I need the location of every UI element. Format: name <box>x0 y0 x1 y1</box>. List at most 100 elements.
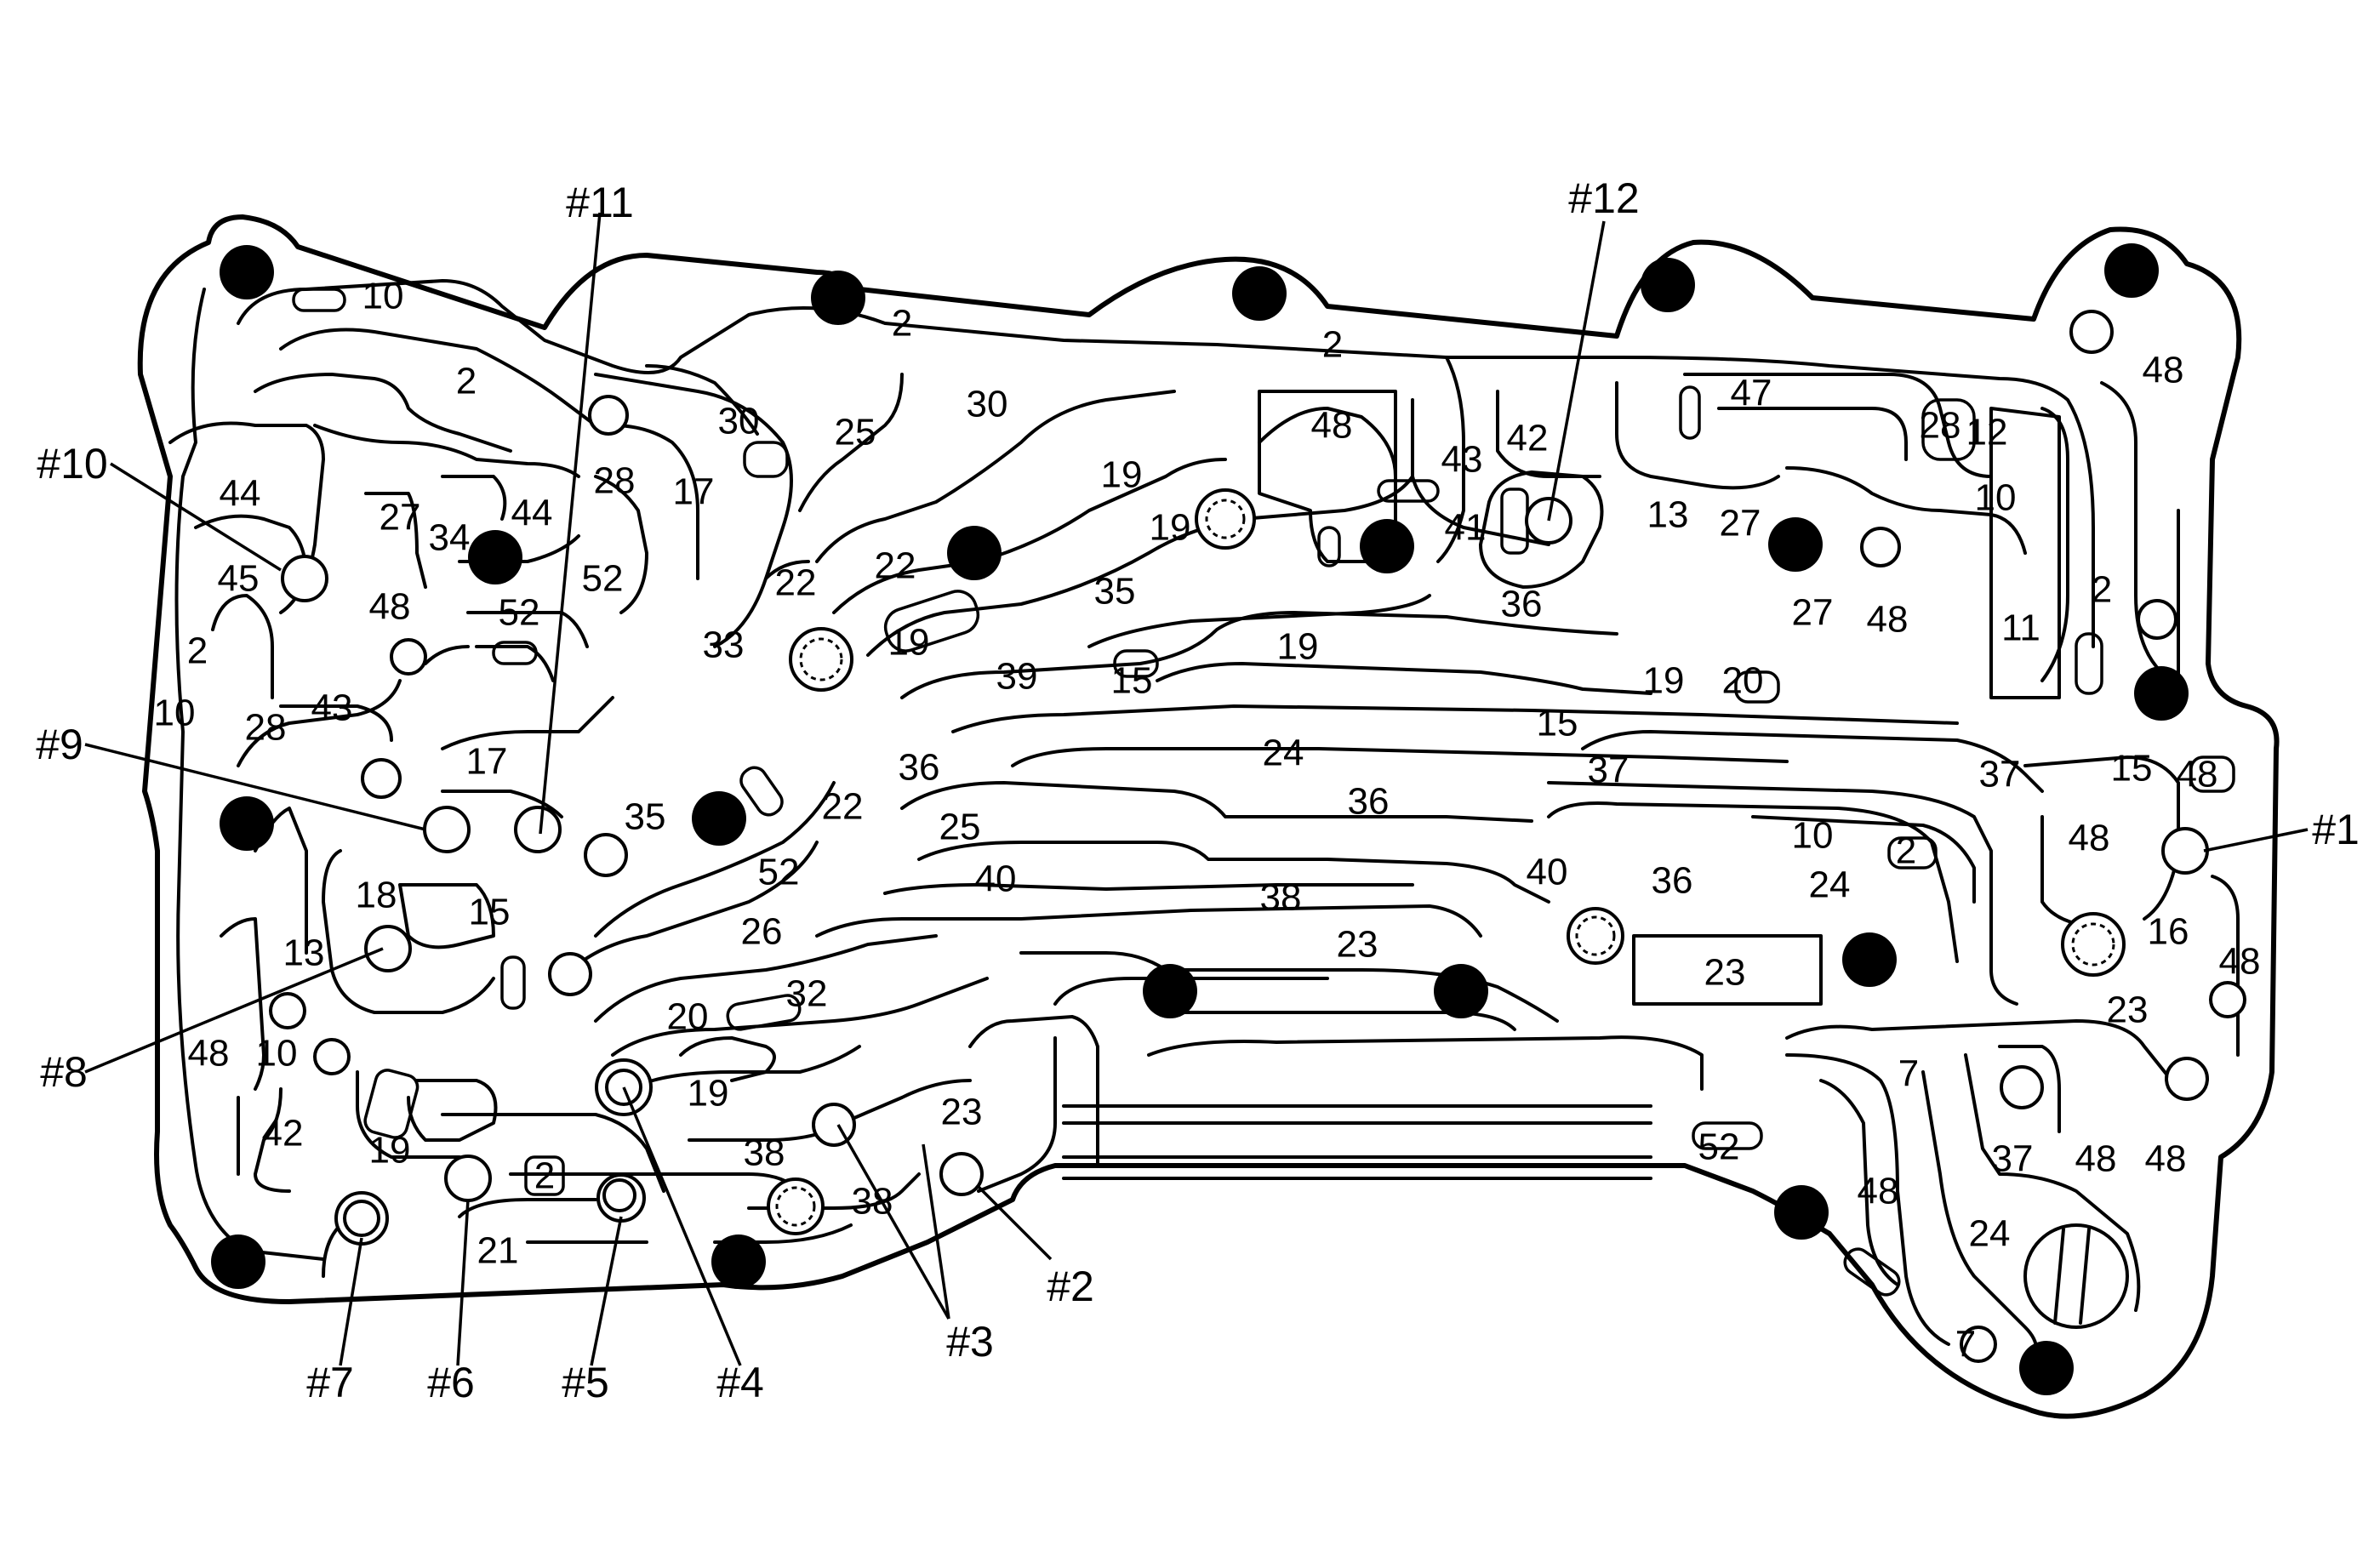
passage-label: 20 <box>1722 660 1764 702</box>
passage-label: 52 <box>758 852 800 893</box>
passage-label: 23 <box>1337 924 1378 966</box>
passage-label: 38 <box>1260 877 1302 919</box>
callout-label: #6 <box>427 1359 475 1406</box>
passage-label: 19 <box>1277 626 1319 668</box>
passage-label: 42 <box>1507 418 1549 459</box>
passage-label: 27 <box>1792 592 1834 634</box>
passage-label: 48 <box>2145 1138 2187 1180</box>
passage-label: 25 <box>939 807 981 848</box>
callout-label: #8 <box>40 1048 88 1096</box>
passage-label: 10 <box>1975 477 2017 519</box>
passage-label: 24 <box>1969 1213 2011 1255</box>
passage-label: 25 <box>835 412 876 453</box>
passage-label: 52 <box>499 592 540 634</box>
callout-label: #11 <box>566 179 634 226</box>
callout-leaders <box>84 212 2309 1366</box>
passage-label: 2 <box>456 361 477 402</box>
passage-label: 22 <box>822 786 864 828</box>
passage-label: 38 <box>744 1132 785 1174</box>
passage-label: 19 <box>1101 454 1143 496</box>
passage-label: 10 <box>154 693 196 734</box>
passage-label: 37 <box>1588 750 1629 791</box>
passage-label: 13 <box>1647 494 1689 536</box>
passage-label: 12 <box>1966 412 2008 453</box>
passage-label: 44 <box>511 493 553 534</box>
callout-label: #10 <box>37 440 107 488</box>
passage-label: 7 <box>1898 1053 1919 1095</box>
passage-label: 34 <box>429 517 471 559</box>
passage-label: 2 <box>1322 324 1343 366</box>
bolt-holes <box>211 243 2189 1395</box>
passage-label: 30 <box>967 384 1008 425</box>
passage-label: 18 <box>356 875 397 916</box>
passage-label: 48 <box>2219 941 2261 983</box>
passage-label: 19 <box>688 1073 729 1115</box>
passage-label: 43 <box>1441 439 1483 481</box>
passage-label: 2 <box>1896 830 1916 872</box>
passage-label: 15 <box>2111 748 2153 790</box>
passage-label: 24 <box>1809 864 1851 906</box>
passage-label: 17 <box>466 741 508 783</box>
passage-label: 15 <box>1537 703 1578 744</box>
plate-outline <box>137 214 2280 1419</box>
passage-label: 36 <box>899 747 940 789</box>
passage-label: 47 <box>1731 373 1772 414</box>
passage-label: 22 <box>775 562 817 604</box>
passage-label: 10 <box>256 1033 298 1075</box>
passage-label: 28 <box>245 707 287 749</box>
passage-label: 36 <box>1652 860 1693 902</box>
callout-label: #3 <box>946 1318 994 1366</box>
passage-label: 17 <box>673 471 715 513</box>
callout-label: #9 <box>36 721 83 768</box>
passage-label: 48 <box>2069 818 2110 859</box>
passage-label: 27 <box>380 497 421 539</box>
passage-label: 16 <box>2148 911 2189 953</box>
callout-label: #5 <box>562 1359 609 1406</box>
passage-label: 35 <box>1094 571 1136 613</box>
passage-label: 38 <box>852 1181 893 1223</box>
passage-label: 2 <box>534 1155 555 1197</box>
callout-label: #12 <box>1568 174 1639 222</box>
open-ports <box>269 310 2246 1363</box>
passage-label: 20 <box>667 996 709 1038</box>
passage-label: 45 <box>218 558 260 600</box>
passage-label: 26 <box>741 911 783 953</box>
passage-label: 48 <box>188 1033 230 1075</box>
callout-label: #4 <box>716 1359 764 1406</box>
passage-label: 15 <box>1111 660 1153 702</box>
passage-label: 48 <box>1858 1171 1899 1212</box>
passage-label: 40 <box>1527 852 1568 893</box>
passage-label: 2 <box>187 630 208 672</box>
passage-label: 40 <box>975 858 1017 900</box>
passage-label: 27 <box>1720 503 1761 545</box>
passage-label: 19 <box>1643 660 1685 702</box>
passage-label: 48 <box>1311 405 1353 447</box>
passage-label: 48 <box>369 586 411 628</box>
passage-label: 23 <box>1704 952 1746 994</box>
passage-label: 28 <box>1920 405 1961 447</box>
callout-label: #1 <box>2312 806 2360 853</box>
passage-label: 35 <box>625 796 666 838</box>
passage-label: 33 <box>703 624 745 666</box>
callout-label: #2 <box>1047 1263 1094 1310</box>
passage-label: 11 <box>2001 607 2040 649</box>
passage-label: 48 <box>2177 754 2218 795</box>
callout-label: #7 <box>306 1359 354 1406</box>
passage-label: 48 <box>1867 599 1909 641</box>
passage-label: 41 <box>1445 507 1487 549</box>
passage-label: 37 <box>1992 1138 2034 1180</box>
passage-label: 2 <box>2092 569 2112 611</box>
passage-label: 7 <box>1955 1324 1976 1366</box>
passage-label: 23 <box>2107 989 2149 1031</box>
passage-label: 48 <box>2075 1138 2117 1180</box>
passage-label: 44 <box>220 473 261 515</box>
passage-label: 42 <box>262 1113 304 1155</box>
passage-label: 30 <box>718 401 760 442</box>
passage-label: 37 <box>1979 754 2021 795</box>
passage-label: 39 <box>996 656 1038 698</box>
passage-label: 48 <box>2143 350 2184 391</box>
passage-label: 52 <box>582 558 624 600</box>
check-balls <box>334 488 2129 1329</box>
